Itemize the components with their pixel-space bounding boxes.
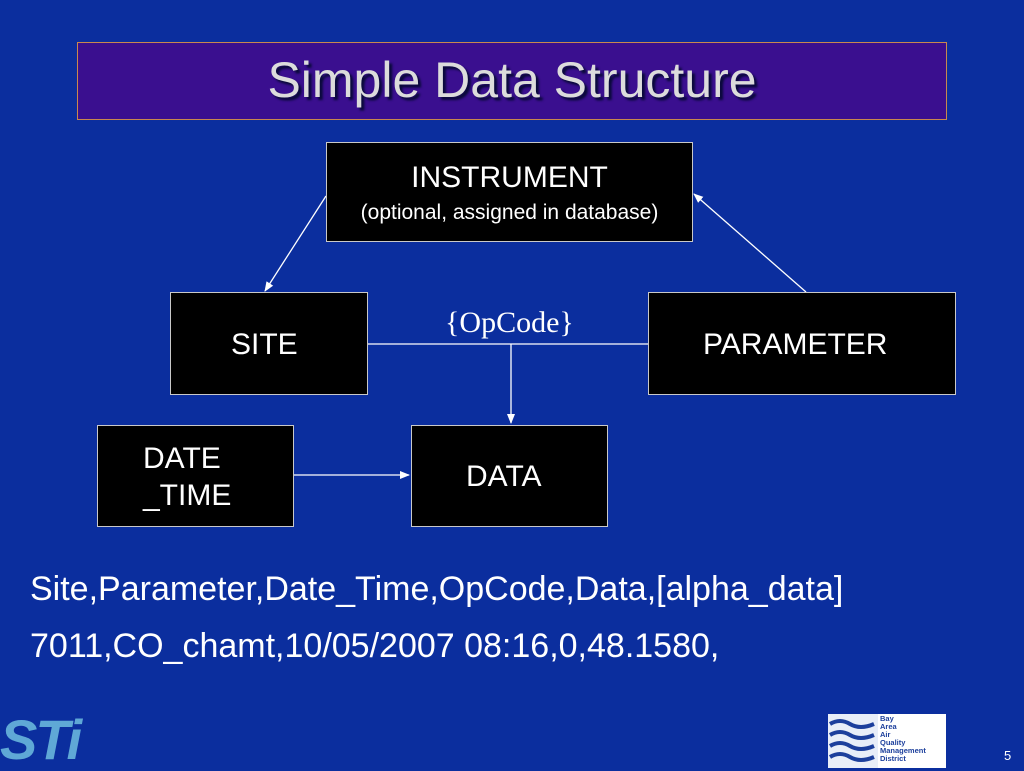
date-time-label: DATE _TIME <box>143 440 231 514</box>
site-node: SITE <box>170 292 368 395</box>
data-node: DATA <box>411 425 608 527</box>
opcode-label: {OpCode} <box>445 306 574 339</box>
title-box: Simple Data Structure <box>77 42 947 120</box>
baaqmd-logo: Bay Area Air Quality Management District <box>828 714 946 768</box>
instrument-note: (optional, assigned in database) <box>360 201 659 224</box>
parameter-label: PARAMETER <box>703 328 888 361</box>
arrow-parameter-to-instrument <box>693 193 807 293</box>
record-format-header: Site,Parameter,Date_Time,OpCode,Data,[al… <box>30 570 844 608</box>
sti-logo: STi <box>0 708 82 771</box>
slide-title: Simple Data Structure <box>267 52 757 108</box>
instrument-label: INSTRUMENT <box>411 161 608 194</box>
site-label: SITE <box>231 328 298 361</box>
record-format-example: 7011,CO_chamt,10/05/2007 08:16,0,48.1580… <box>30 627 720 665</box>
baaqmd-wave-icon <box>828 714 878 768</box>
arrow-instrument-to-site <box>264 195 327 292</box>
date-time-label-line2: _TIME <box>143 479 232 512</box>
date-time-label-line1: DATE <box>143 442 221 475</box>
page-number: 5 <box>1004 748 1012 763</box>
instrument-node: INSTRUMENT (optional, assigned in databa… <box>326 142 693 242</box>
date-time-node: DATE _TIME <box>97 425 294 527</box>
baaqmd-logo-text: Bay Area Air Quality Management District <box>880 714 926 763</box>
data-label: DATA <box>466 460 542 493</box>
parameter-node: PARAMETER <box>648 292 956 395</box>
